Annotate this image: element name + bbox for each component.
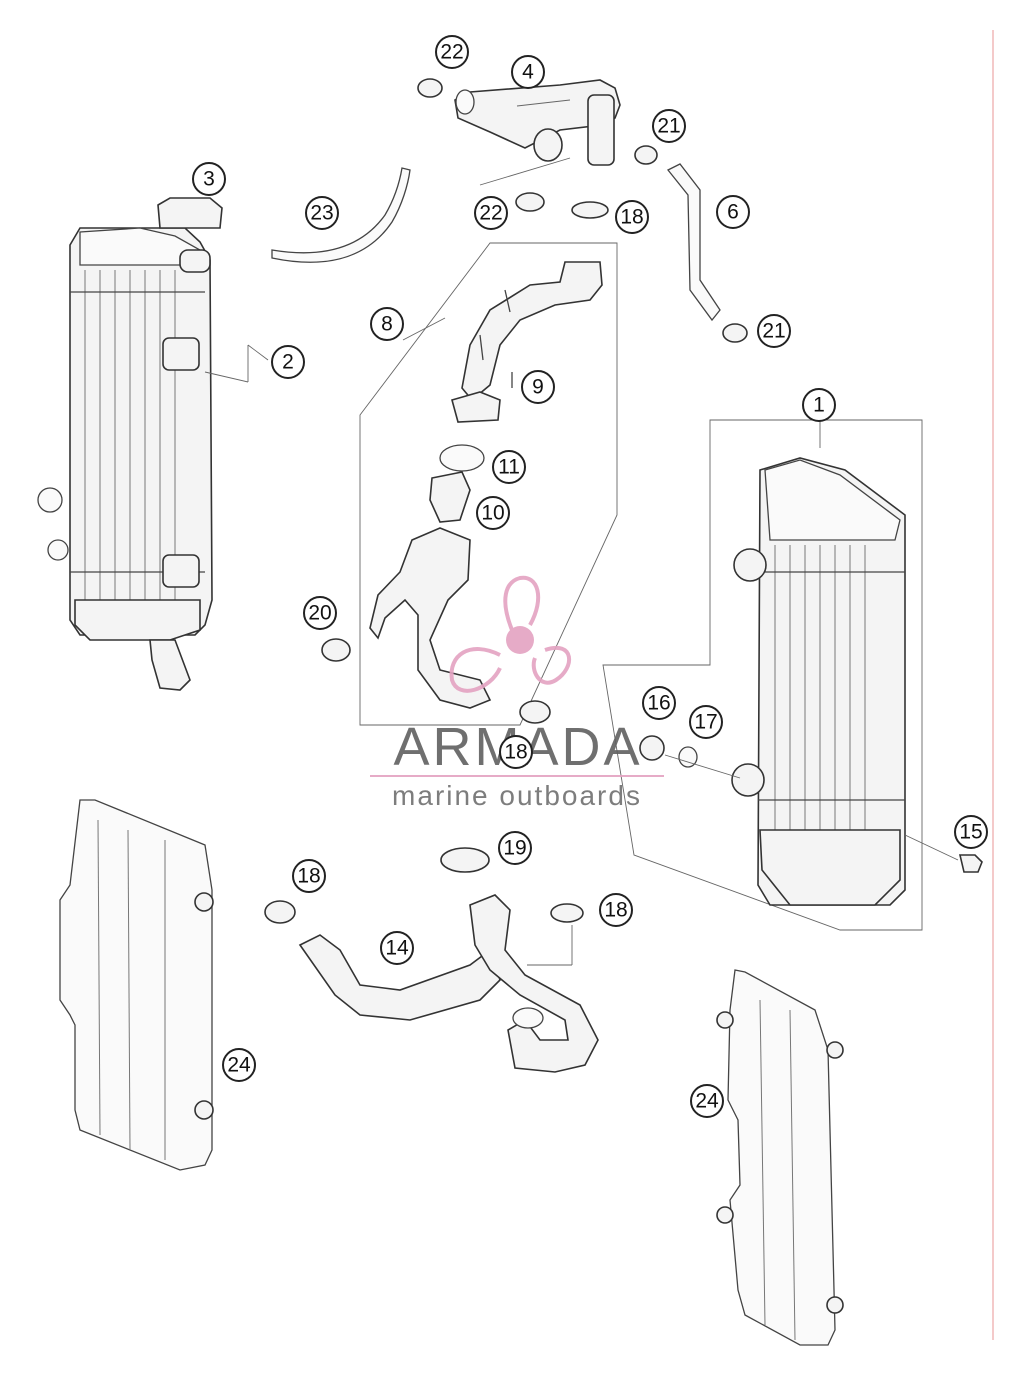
- callout-22-lower: 22: [474, 196, 508, 230]
- thermostat-10: [429, 471, 471, 523]
- callout-18-top: 18: [615, 200, 649, 234]
- callout-15: 15: [954, 815, 988, 849]
- clamp-21-top: [634, 145, 658, 165]
- svg-text:18: 18: [620, 206, 643, 229]
- svg-text:22: 22: [479, 202, 502, 225]
- callout-4: 4: [511, 55, 545, 89]
- washer-17: [678, 746, 698, 768]
- svg-text:16: 16: [647, 692, 670, 715]
- callout-21-lower: 21: [757, 314, 791, 348]
- svg-text:18: 18: [604, 899, 627, 922]
- grommet-16: [639, 735, 665, 761]
- svg-text:11: 11: [498, 456, 520, 479]
- svg-text:6: 6: [727, 201, 739, 224]
- svg-text:19: 19: [503, 837, 526, 860]
- svg-text:1: 1: [813, 394, 825, 417]
- watermark: ARMADA marine outboards: [370, 575, 664, 811]
- callout-23: 23: [305, 196, 339, 230]
- clamp-18-left: [264, 900, 296, 924]
- clamp-21-lower: [722, 323, 748, 343]
- callout-6: 6: [716, 195, 750, 229]
- right-radiator: [731, 457, 906, 906]
- top-hose-assembly: [454, 79, 621, 166]
- small-hose-6: [666, 163, 721, 322]
- callout-9: 9: [521, 370, 555, 404]
- callout-8: 8: [370, 307, 404, 341]
- svg-text:10: 10: [481, 502, 504, 525]
- clamp-20: [321, 638, 351, 662]
- propeller-logo: [449, 575, 571, 693]
- clamp-22-lower: [515, 192, 545, 212]
- group-outline-1: [602, 419, 923, 931]
- svg-text:18: 18: [297, 865, 320, 888]
- propeller-hub: [506, 626, 534, 654]
- watermark-tagline: marine outboards: [392, 780, 642, 811]
- svg-text:21: 21: [762, 320, 785, 343]
- svg-text:15: 15: [959, 821, 982, 844]
- callout-10: 10: [476, 496, 510, 530]
- callout-24-left: 24: [222, 1048, 256, 1082]
- thermostat-housing-hose: [451, 261, 603, 423]
- svg-text:24: 24: [695, 1090, 719, 1113]
- callout-22-top: 22: [435, 35, 469, 69]
- svg-text:18: 18: [504, 741, 527, 764]
- callout-20: 20: [303, 596, 337, 630]
- svg-text:8: 8: [381, 313, 393, 336]
- left-radiator-guard: [59, 799, 213, 1171]
- lower-hose-14: [298, 894, 599, 1073]
- svg-text:4: 4: [522, 61, 534, 84]
- svg-text:21: 21: [657, 115, 680, 138]
- group-outline-8: [359, 242, 618, 726]
- svg-text:24: 24: [227, 1054, 251, 1077]
- callout-21-top: 21: [652, 109, 686, 143]
- callout-18-mid: 18: [499, 735, 533, 769]
- left-radiator: [37, 227, 213, 691]
- clamp-19: [440, 847, 490, 873]
- svg-text:17: 17: [694, 711, 717, 734]
- clamp-18-top: [571, 201, 609, 219]
- callout-17: 17: [689, 705, 723, 739]
- clamp-22-top: [417, 78, 443, 98]
- callout-2: 2: [271, 345, 305, 379]
- svg-text:22: 22: [440, 41, 463, 64]
- callout-14: 14: [380, 931, 414, 965]
- svg-text:20: 20: [308, 602, 331, 625]
- svg-text:23: 23: [310, 202, 333, 225]
- clamp-18-mid: [519, 700, 551, 724]
- callout-3: 3: [192, 162, 226, 196]
- callout-1: 1: [802, 388, 836, 422]
- callout-11: 11: [492, 450, 526, 484]
- svg-text:9: 9: [532, 376, 544, 399]
- callout-16: 16: [642, 686, 676, 720]
- radiator-cap: [157, 197, 223, 229]
- clamp-18-right: [550, 903, 584, 923]
- svg-text:14: 14: [385, 937, 409, 960]
- right-radiator-guard: [727, 969, 836, 1346]
- overflow-hose: [271, 167, 411, 263]
- callout-18-left: 18: [292, 859, 326, 893]
- bolt-15: [958, 854, 983, 873]
- callout-19: 19: [498, 831, 532, 865]
- callout-24-right: 24: [690, 1084, 724, 1118]
- svg-text:2: 2: [282, 351, 294, 374]
- o-ring-11: [439, 444, 485, 472]
- thermostat-housing-lower: [369, 527, 492, 709]
- svg-text:3: 3: [203, 168, 215, 191]
- callout-18-right: 18: [599, 893, 633, 927]
